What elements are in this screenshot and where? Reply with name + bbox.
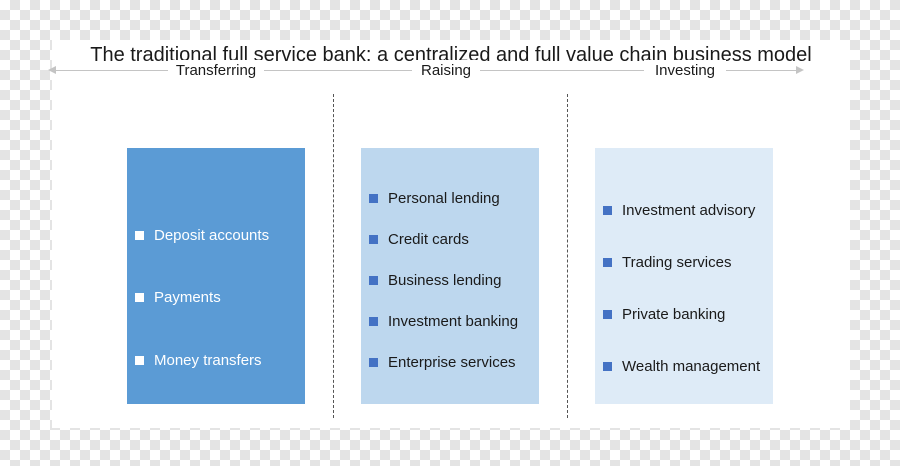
list-item-label: Investment banking (388, 313, 519, 330)
list-item: Business lending (369, 260, 535, 301)
column-label-transferring: Transferring (168, 60, 264, 82)
list-item-label: Enterprise services (388, 354, 516, 371)
investing-box: Investment advisory Trading services Pri… (595, 148, 773, 404)
column-label-investing: Investing (644, 60, 726, 82)
square-bullet-icon (369, 358, 378, 367)
square-bullet-icon (369, 194, 378, 203)
list-item-label: Trading services (622, 253, 732, 271)
list-item: Enterprise services (369, 342, 535, 383)
square-bullet-icon (135, 230, 144, 240)
list-item: Payments (135, 267, 301, 330)
list-item: Personal lending (369, 178, 535, 219)
list-item: Investment advisory (603, 184, 769, 236)
square-bullet-icon (603, 205, 612, 215)
square-bullet-icon (603, 361, 612, 371)
square-bullet-icon (369, 317, 378, 326)
list-item: Trading services (603, 236, 769, 288)
list-item-label: Money transfers (154, 351, 262, 369)
arrow-right-icon (796, 66, 804, 74)
list-item: Wealth management (603, 340, 769, 392)
raising-list: Personal lending Credit cards Business l… (369, 178, 535, 383)
list-item: Credit cards (369, 219, 535, 260)
square-bullet-icon (369, 235, 378, 244)
transferring-list: Deposit accounts Payments Money transfer… (135, 204, 301, 392)
investing-list: Investment advisory Trading services Pri… (603, 184, 769, 392)
column-label-raising: Raising (412, 60, 480, 82)
arrow-left-icon (48, 66, 56, 74)
list-item-label: Deposit accounts (154, 226, 270, 244)
raising-box: Personal lending Credit cards Business l… (361, 148, 539, 404)
list-item-label: Private banking (622, 305, 726, 323)
square-bullet-icon (603, 309, 612, 319)
square-bullet-icon (369, 276, 378, 285)
square-bullet-icon (135, 293, 144, 303)
list-item-label: Wealth management (622, 357, 761, 375)
list-item: Investment banking (369, 301, 535, 342)
column-divider-2 (567, 94, 568, 418)
list-item-label: Payments (154, 289, 221, 307)
square-bullet-icon (135, 355, 144, 365)
square-bullet-icon (603, 257, 612, 267)
list-item-label: Business lending (388, 272, 502, 289)
list-item-label: Credit cards (388, 231, 469, 248)
transferring-box: Deposit accounts Payments Money transfer… (127, 148, 305, 404)
list-item-label: Personal lending (388, 190, 500, 207)
column-divider-1 (333, 94, 334, 418)
list-item-label: Investment advisory (622, 201, 756, 219)
list-item: Money transfers (135, 329, 301, 392)
diagram-title: The traditional full service bank: a cen… (90, 44, 812, 66)
list-item: Private banking (603, 288, 769, 340)
list-item: Deposit accounts (135, 204, 301, 267)
